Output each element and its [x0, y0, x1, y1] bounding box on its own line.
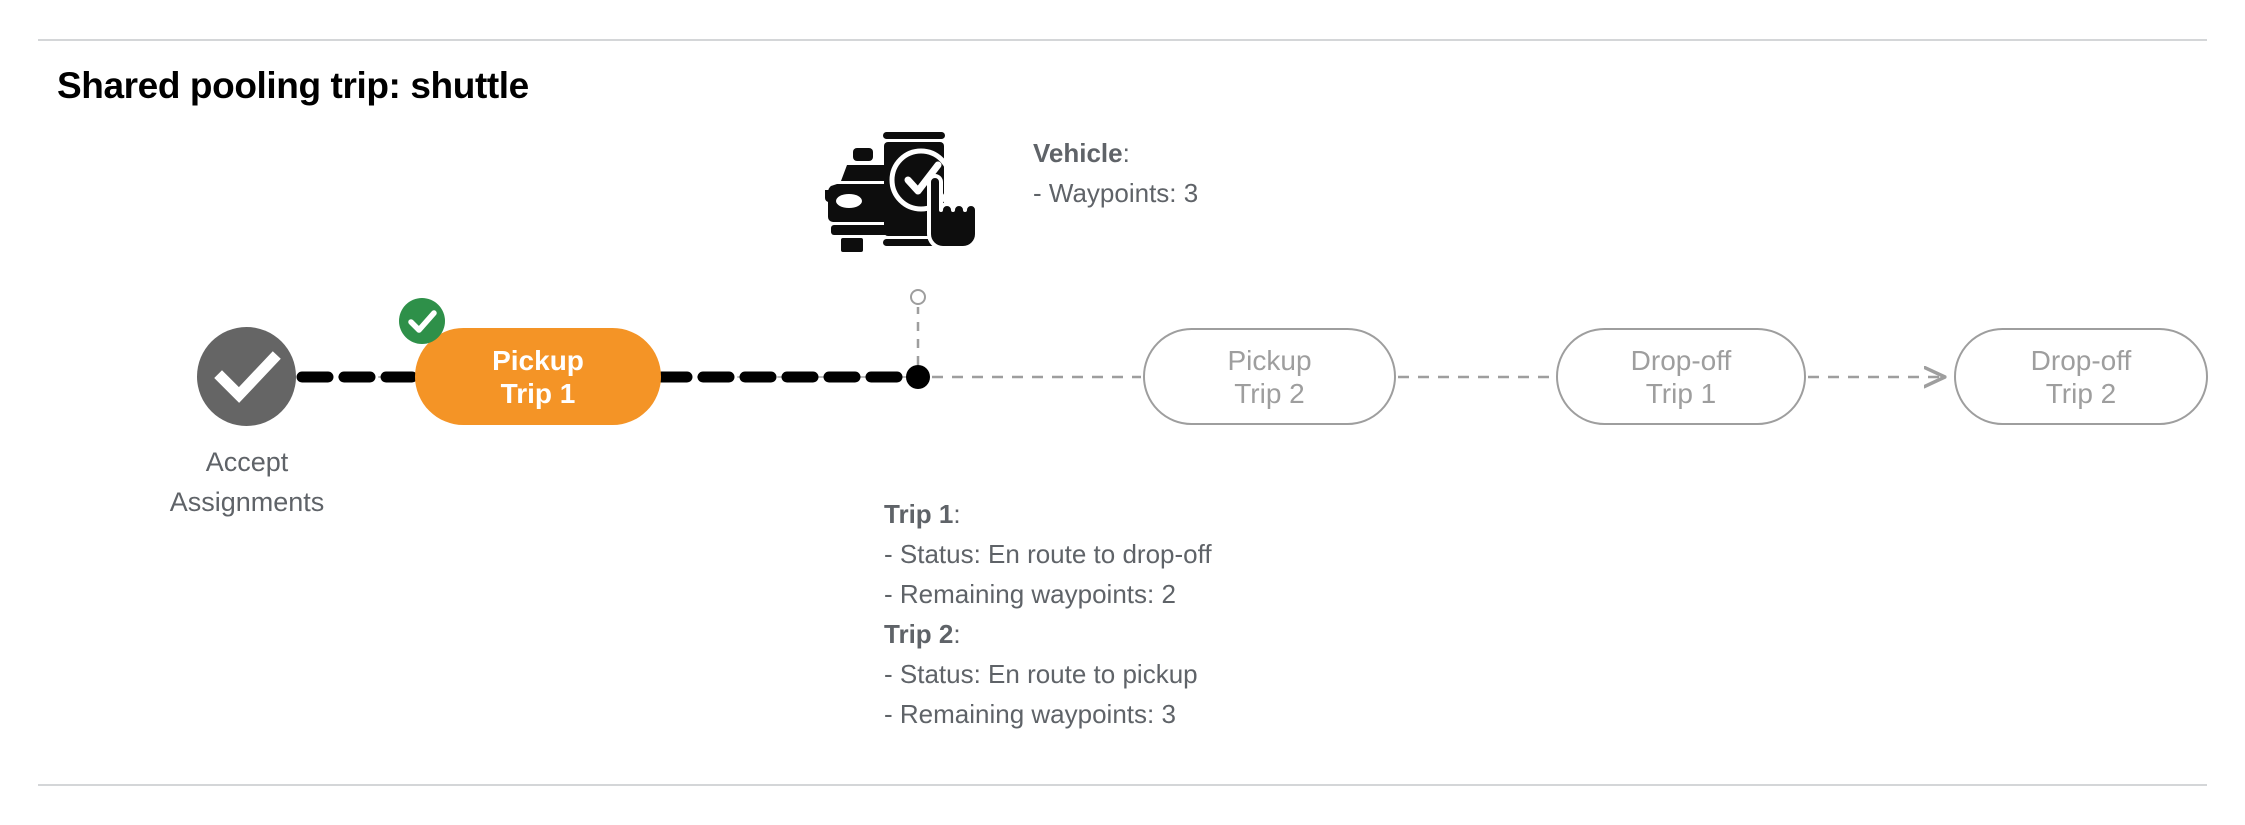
vehicle-label-colon: : — [1122, 138, 1130, 168]
trip-1-name: Trip 1 — [884, 499, 954, 529]
trip-1-heading: Trip 1: — [884, 494, 1212, 534]
node-accept-assignments[interactable] — [197, 327, 296, 426]
page-title: Shared pooling trip: shuttle — [57, 65, 529, 106]
vehicle-leader-circle-icon — [910, 289, 926, 305]
car-with-phone-check-icon — [825, 118, 980, 258]
node-pickup-trip-1[interactable]: Pickup Trip 1 — [415, 328, 661, 425]
node-pickup-trip-1-line1: Pickup — [492, 344, 584, 376]
node-dropoff-trip-2-line1: Drop-off — [2030, 344, 2132, 376]
node-dropoff-trip-2[interactable]: Drop-off Trip 2 — [1954, 328, 2208, 425]
top-divider — [38, 39, 2207, 41]
node-dropoff-trip-1-line1: Drop-off — [1630, 344, 1732, 376]
trip-2-status: - Status: En route to pickup — [884, 659, 1198, 689]
node-pickup-trip-2-line2: Trip 2 — [1234, 377, 1305, 409]
vehicle-info-block: Vehicle: - Waypoints: 3 — [1033, 133, 1198, 213]
trip-2-colon: : — [953, 619, 961, 649]
accept-label-line1: Accept — [205, 447, 289, 477]
accept-label-line2: Assignments — [169, 487, 325, 517]
check-badge-icon — [399, 298, 445, 344]
node-dropoff-trip-1-line2: Trip 1 — [1645, 377, 1717, 409]
trip-2-waypoints: - Remaining waypoints: 3 — [884, 699, 1176, 729]
vehicle-position-dot — [906, 365, 930, 389]
node-dropoff-trip-1[interactable]: Drop-off Trip 1 — [1556, 328, 1806, 425]
node-pickup-trip-2-line1: Pickup — [1227, 344, 1312, 376]
trip-1-status: - Status: En route to drop-off — [884, 539, 1212, 569]
trips-info-block: Trip 1: - Status: En route to drop-off -… — [884, 494, 1212, 734]
check-circle-icon — [214, 351, 281, 403]
trip-1-colon: : — [953, 499, 961, 529]
vehicle-label: Vehicle — [1033, 138, 1123, 168]
vehicle-waypoints: - Waypoints: 3 — [1033, 178, 1199, 208]
node-accept-assignments-label: Accept Assignments — [97, 442, 397, 522]
trip-2-heading: Trip 2: — [884, 614, 1212, 654]
node-pickup-trip-2[interactable]: Pickup Trip 2 — [1143, 328, 1396, 425]
vehicle-info-heading: Vehicle: — [1033, 133, 1198, 173]
trip-1-waypoints: - Remaining waypoints: 2 — [884, 579, 1176, 609]
node-pickup-trip-1-line2: Trip 1 — [500, 377, 576, 409]
node-dropoff-trip-2-line2: Trip 2 — [2045, 377, 2117, 409]
bottom-divider — [38, 784, 2207, 786]
trip-2-name: Trip 2 — [884, 619, 954, 649]
